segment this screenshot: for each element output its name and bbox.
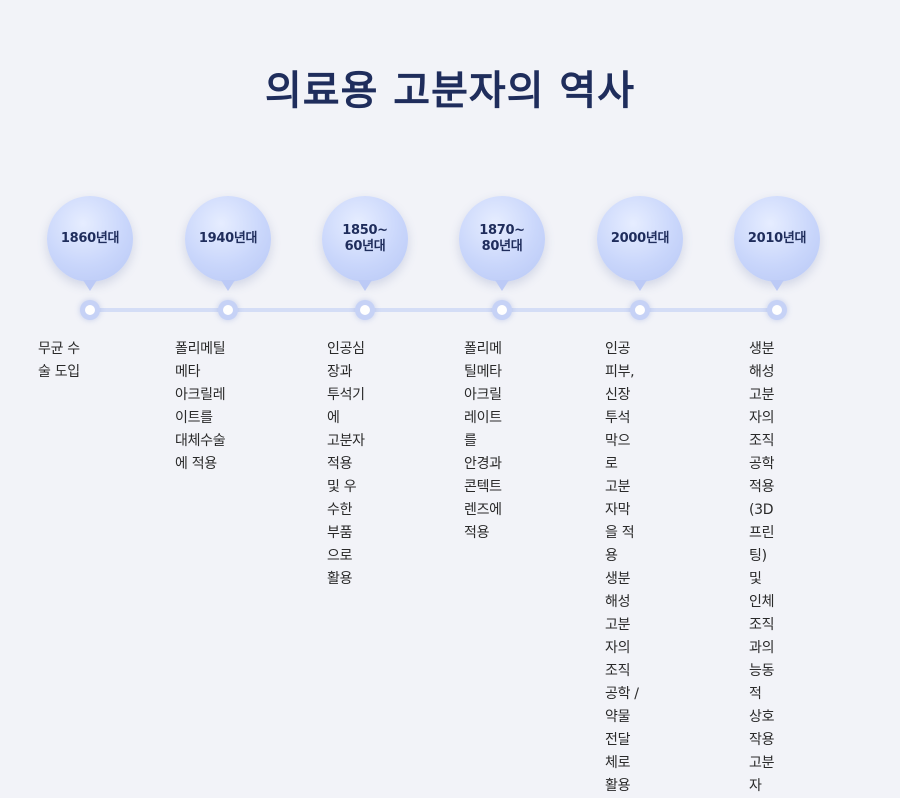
event-description: 폴리메틸메타 아크릴레이트를 대체수술에 적용	[175, 341, 226, 472]
period-bubble: 2000년대	[597, 196, 683, 282]
event-description: 무균 수술 도입	[38, 341, 80, 380]
timeline-node	[80, 300, 100, 320]
period-bubble: 1860년대	[47, 196, 133, 282]
period-label: 2000년대	[610, 231, 670, 246]
timeline-node	[630, 300, 650, 320]
period-label: 2010년대	[747, 231, 807, 246]
period-bubble: 1940년대	[185, 196, 271, 282]
timeline-node	[355, 300, 375, 320]
timeline-node	[767, 300, 787, 320]
period-label: 1860년대	[60, 231, 120, 246]
page-title: 의료용 고분자의 역사	[264, 68, 636, 114]
period-bubble: 1850~ 60년대	[322, 196, 408, 282]
event-description: 폴리메틸메타 아크릴레이트를 안경과 콘텍트 렌즈에 적용	[464, 341, 502, 541]
timeline-node	[218, 300, 238, 320]
period-bubble: 1870~ 80년대	[459, 196, 545, 282]
period-bubble: 2010년대	[734, 196, 820, 282]
event-description: 인공피부, 신장투석막으로 고분자막을 적용 생분해성 고분자의 조직공학 / …	[605, 341, 639, 794]
period-label: 1850~ 60년대	[342, 223, 388, 254]
event-description: 생분해성 고분자의 조직공학적용 (3D 프린팅) 및 인체조직과의 능동적 상…	[749, 341, 775, 794]
timeline-line	[88, 308, 778, 312]
period-label: 1870~ 80년대	[479, 223, 525, 254]
period-label: 1940년대	[198, 231, 258, 246]
event-description: 인공심장과 투석기에 고분자 적용 및 우수한 부품 으로 활용	[327, 341, 365, 587]
timeline-node	[492, 300, 512, 320]
